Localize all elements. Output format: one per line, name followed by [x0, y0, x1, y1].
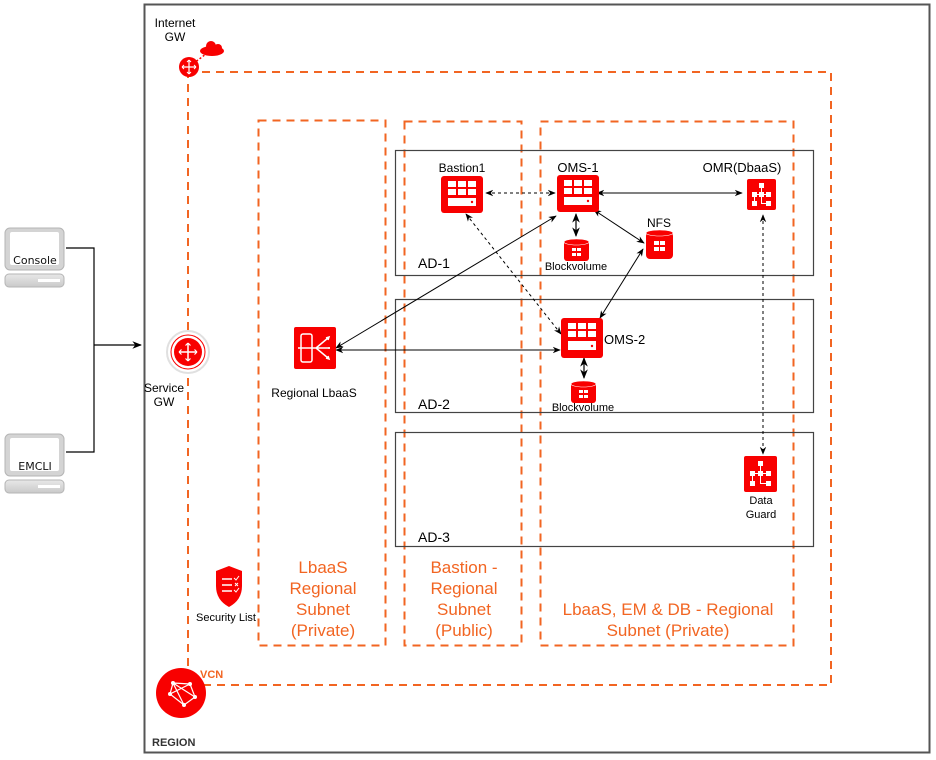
- lbaas-subnet-label-line: (Private): [290, 621, 356, 640]
- security-list-label: Security List: [196, 612, 256, 624]
- vcn-label: VCN: [200, 669, 224, 681]
- internet-gw-label-line2: GW: [164, 30, 186, 44]
- data-guard-label-line1: Data: [749, 495, 773, 507]
- blockvolume1-storage-icon[interactable]: [563, 238, 590, 261]
- lbaas-subnet-label: LbaaS Regional Subnet (Private): [260, 557, 386, 641]
- vcn-boundary: [187, 71, 832, 686]
- omr-database-icon[interactable]: [747, 179, 776, 210]
- nfs-oms2-connection: [599, 248, 644, 319]
- ad-3-box: [394, 431, 815, 548]
- blockvolume2-storage-icon[interactable]: [570, 380, 597, 403]
- service-gw-label-line1: Service: [143, 381, 184, 395]
- service-gateway-icon[interactable]: [166, 330, 210, 374]
- service-gw-label: Service GW: [139, 381, 189, 409]
- bastion1-label: Bastion1: [438, 161, 486, 175]
- data-guard-database-icon[interactable]: [744, 456, 777, 492]
- service-gw-label-line2: GW: [153, 395, 175, 409]
- em-db-subnet-label-line: LbaaS, EM & DB - Regional: [562, 600, 774, 619]
- regional-lbaas-label: Regional LbaaS: [271, 386, 357, 400]
- internet-gw-label: Internet GW: [150, 16, 200, 44]
- bastion-subnet-label: Bastion - Regional Subnet (Public): [406, 557, 522, 641]
- region-frame: [143, 3, 931, 754]
- load-balancer-icon[interactable]: [294, 327, 336, 369]
- bastion-subnet-label-line: Bastion -: [430, 558, 498, 577]
- oms1-label: OMS-1: [557, 160, 599, 175]
- lbaas-subnet-label-line: Regional: [289, 579, 357, 598]
- oms1-compute-icon[interactable]: [557, 175, 599, 212]
- nfs-storage-icon[interactable]: [645, 229, 674, 259]
- subnet-em-db: [539, 120, 795, 647]
- data-guard-label-line2: Guard: [745, 509, 777, 521]
- internet-gw-label-line1: Internet: [154, 16, 196, 30]
- region-label: REGION: [152, 737, 196, 749]
- blockvolume1-label: Blockvolume: [544, 261, 608, 273]
- oms2-label: OMS-2: [604, 332, 646, 347]
- client-bus-line: [66, 247, 95, 453]
- subnet-lbaas: [257, 119, 387, 647]
- bastion-subnet-label-line: Regional: [430, 579, 498, 598]
- emcli-label: EMCLI: [18, 460, 52, 473]
- security-list-shield-icon[interactable]: [216, 566, 242, 607]
- subnet-bastion: [403, 120, 523, 647]
- bastion1-compute-icon[interactable]: [441, 176, 483, 213]
- bastion1-oms2-connection: [465, 213, 562, 335]
- em-db-subnet-label-line: Subnet (Private): [606, 621, 730, 640]
- bastion-subnet-label-line: (Public): [435, 621, 493, 640]
- ad-3-label: AD-3: [418, 529, 450, 545]
- vcn-icon[interactable]: [156, 668, 206, 718]
- oms1-nfs-connection: [593, 209, 645, 244]
- cloud-icon: [200, 41, 224, 56]
- lbaas-subnet-label-line: Subnet: [296, 600, 350, 619]
- oms2-compute-icon[interactable]: [561, 318, 603, 358]
- lbaas-subnet-label-line: LbaaS: [298, 558, 348, 577]
- internet-link: [189, 53, 207, 67]
- ad-1-label: AD-1: [418, 255, 450, 271]
- console-label: Console: [13, 254, 57, 267]
- nfs-label: NFS: [647, 216, 671, 230]
- blockvolume2-label: Blockvolume: [551, 402, 615, 414]
- emcli-pc-icon[interactable]: [4, 433, 65, 494]
- ad-2-label: AD-2: [418, 396, 450, 412]
- bastion-subnet-label-line: Subnet: [437, 600, 491, 619]
- em-db-subnet-label: LbaaS, EM & DB - Regional Subnet (Privat…: [542, 599, 794, 641]
- data-guard-label: Data Guard: [738, 494, 784, 522]
- omr-label: OMR(DbaaS): [702, 160, 782, 175]
- internet-gateway-icon[interactable]: [179, 57, 199, 77]
- console-pc-icon[interactable]: [4, 227, 65, 288]
